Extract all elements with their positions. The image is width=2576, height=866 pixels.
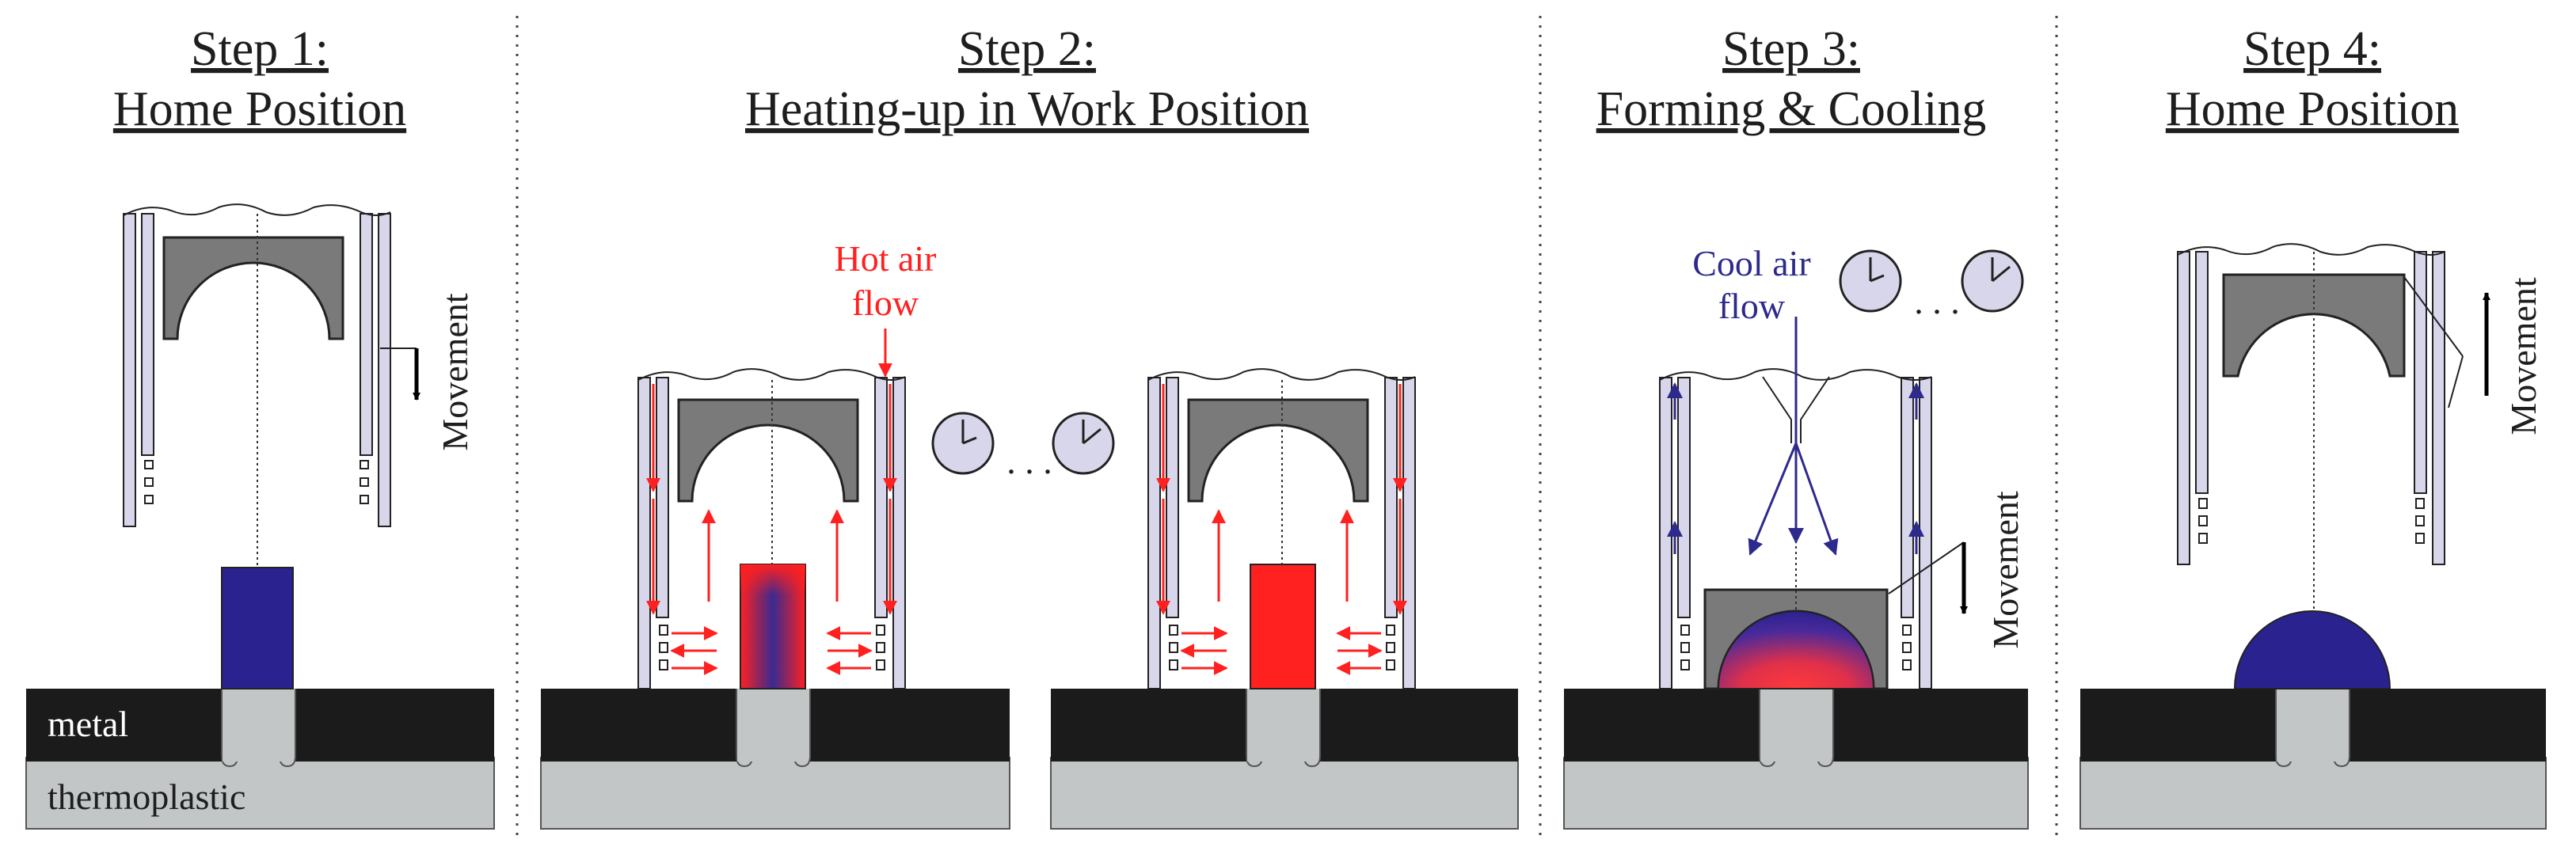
stud-cold	[221, 567, 294, 689]
panel-step-4: Movement	[2079, 243, 2547, 830]
panel-step-1: metal thermoplastic Movement	[25, 203, 495, 830]
heating-tool: Movement	[123, 203, 475, 568]
clock-icon	[931, 412, 995, 475]
cool-air-label-line2: flow	[1718, 286, 1786, 326]
step-1-title-line2: Home Position	[113, 82, 406, 136]
step-3-title-line1: Step 3:	[1722, 22, 1860, 76]
clock-icon	[1052, 412, 1115, 475]
step-2-title-line1: Step 2:	[958, 22, 1096, 76]
cool-air-arrows	[1667, 317, 1924, 556]
movement-label: Movement	[435, 293, 475, 451]
cool-air-nozzle	[1762, 376, 1830, 443]
thermoplastic-label: thermoplastic	[48, 777, 245, 817]
cool-air-label-line1: Cool air	[1692, 243, 1810, 283]
hot-air-label-line2: flow	[852, 283, 919, 323]
step-2-title-line2: Heating-up in Work Position	[745, 82, 1309, 136]
hot-air-arrows	[646, 329, 897, 675]
panel-step-2b	[1050, 368, 1519, 830]
forming-die	[1187, 398, 1369, 503]
formed-head-cooling	[1717, 610, 1875, 689]
panel-step-3: Cool air flow . . . Movement	[1563, 243, 2029, 830]
time-ellipsis: . . .	[1914, 281, 1960, 321]
metal-plate-left	[26, 689, 222, 762]
step-3-title-line2: Forming & Cooling	[1596, 82, 1987, 136]
metal-plate-right	[295, 689, 494, 762]
forming-die	[677, 398, 859, 503]
clock-icon	[1961, 249, 2024, 313]
step-4-title-line1: Step 4:	[2243, 22, 2381, 76]
forming-die	[2222, 273, 2406, 378]
panel-step-2a: Hot air flow . . .	[540, 238, 1115, 830]
step-4-title-line2: Home Position	[2166, 82, 2459, 136]
hot-air-arrows	[1156, 384, 1407, 675]
forming-die	[162, 236, 344, 340]
thermoplastic-base	[25, 757, 495, 830]
movement-label: Movement	[1985, 491, 2026, 649]
metal-label: metal	[48, 704, 128, 744]
panel-separators	[516, 16, 2058, 839]
hot-air-label-line1: Hot air	[834, 238, 936, 279]
stud-hot	[1250, 564, 1316, 689]
step-titles: Step 1: Home Position Step 2: Heating-up…	[113, 22, 2459, 136]
movement-label: Movement	[2503, 277, 2544, 435]
step-1-title-line1: Step 1:	[191, 22, 329, 76]
stud-base	[223, 689, 294, 762]
formed-head-cold	[2233, 610, 2391, 689]
time-ellipsis: . . .	[1006, 441, 1052, 481]
clock-icon	[1839, 249, 1902, 313]
